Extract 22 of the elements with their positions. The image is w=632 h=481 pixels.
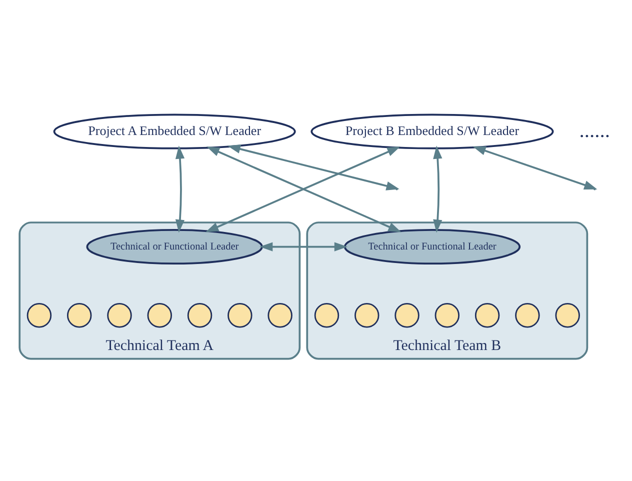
node-circle <box>147 303 172 328</box>
node-circle <box>394 303 420 328</box>
node-ellipse: Project A Embedded S/W Leader <box>53 114 296 150</box>
node-circle <box>107 303 132 328</box>
node-circle <box>434 303 460 328</box>
node-circle <box>515 303 540 328</box>
node-circle <box>314 303 340 328</box>
node-circle <box>228 303 252 328</box>
node-circle <box>66 303 92 328</box>
node-circle <box>474 303 500 328</box>
node-ellipse: Project B Embedded S/W Leader <box>310 114 554 150</box>
label: ...... <box>579 120 610 142</box>
arrow <box>433 146 442 233</box>
node-circle <box>555 303 580 328</box>
node-circle <box>187 303 212 328</box>
node-ellipse: Technical or Functional Leader <box>86 229 263 264</box>
arrow <box>260 242 348 252</box>
node-circle <box>268 303 292 328</box>
node-circle <box>354 303 380 328</box>
arrow <box>175 146 185 233</box>
node-ellipse: Technical or Functional Leader <box>344 229 521 264</box>
node-circle <box>26 303 52 328</box>
